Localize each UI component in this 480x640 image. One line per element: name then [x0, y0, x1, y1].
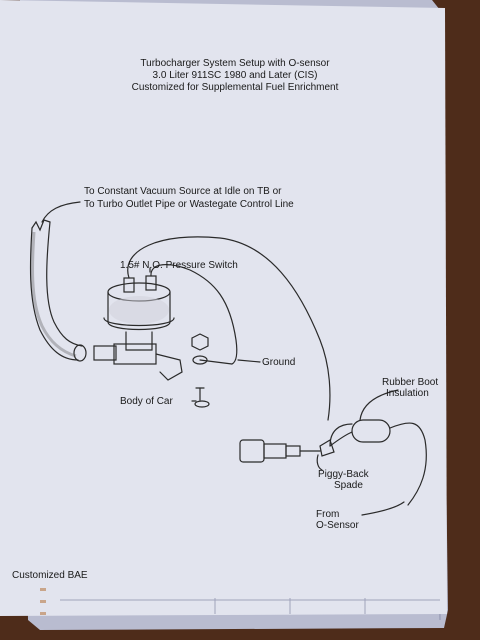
from-o-sensor-label-1: From — [316, 509, 340, 520]
ground-ring — [192, 355, 208, 365]
o-sensor-wire — [389, 422, 427, 506]
hose-end — [73, 344, 87, 362]
ground-bracket — [155, 353, 183, 381]
vacuum-source-label-2: To Turbo Outlet Pipe or Wastegate Contro… — [84, 199, 294, 210]
o-sensor-leader — [361, 501, 405, 516]
footer-credit: Customized BAE — [12, 570, 88, 581]
rubber-boot-label-2: Insulation — [386, 388, 429, 399]
title-line-1: Turbocharger System Setup with O-sensor — [140, 58, 330, 69]
rubber-boot-leader — [359, 389, 399, 421]
rubber-boot — [351, 419, 391, 443]
body-of-car-label: Body of Car — [120, 396, 173, 407]
hose-cut-end — [31, 219, 51, 232]
piggy-back-label-1: Piggy-Back — [318, 469, 369, 480]
vacuum-hose-right-edge — [46, 221, 83, 347]
binder-grid — [60, 598, 440, 614]
vacuum-source-label-1: To Constant Vacuum Source at Idle on TB … — [84, 186, 282, 197]
hose-shade — [30, 231, 77, 358]
rubber-boot-label-1: Rubber Boot — [382, 377, 439, 388]
pressure-switch-label: 1.5# N.O. Pressure Switch — [120, 260, 238, 271]
ground-leader — [237, 359, 261, 363]
from-o-sensor-label-2: O-Sensor — [316, 520, 359, 531]
spade-leader — [316, 454, 323, 471]
paper-sheet — [0, 0, 447, 616]
title-line-2: 3.0 Liter 911SC 1980 and Later (CIS) — [152, 70, 318, 81]
binder-tabs — [40, 588, 46, 615]
ground-wire-end — [199, 359, 233, 365]
ground-label: Ground — [262, 357, 296, 368]
switch-shade — [109, 296, 169, 324]
piggy-back-spade — [319, 439, 335, 457]
bolt-washer — [194, 400, 210, 408]
piggy-back-label-2: Spade — [334, 480, 363, 491]
ground-wire — [150, 264, 238, 365]
title-line-3: Customized for Supplemental Fuel Enrichm… — [131, 82, 339, 93]
hose-barb — [93, 345, 117, 361]
switch-cylinder — [107, 291, 171, 331]
switch-fitting — [125, 331, 153, 351]
signal-wire — [127, 236, 331, 421]
vacuum-leader — [41, 201, 81, 223]
ground-nut — [191, 333, 209, 351]
switch-flange — [103, 317, 175, 327]
vacuum-hose-left-edge — [29, 227, 79, 361]
